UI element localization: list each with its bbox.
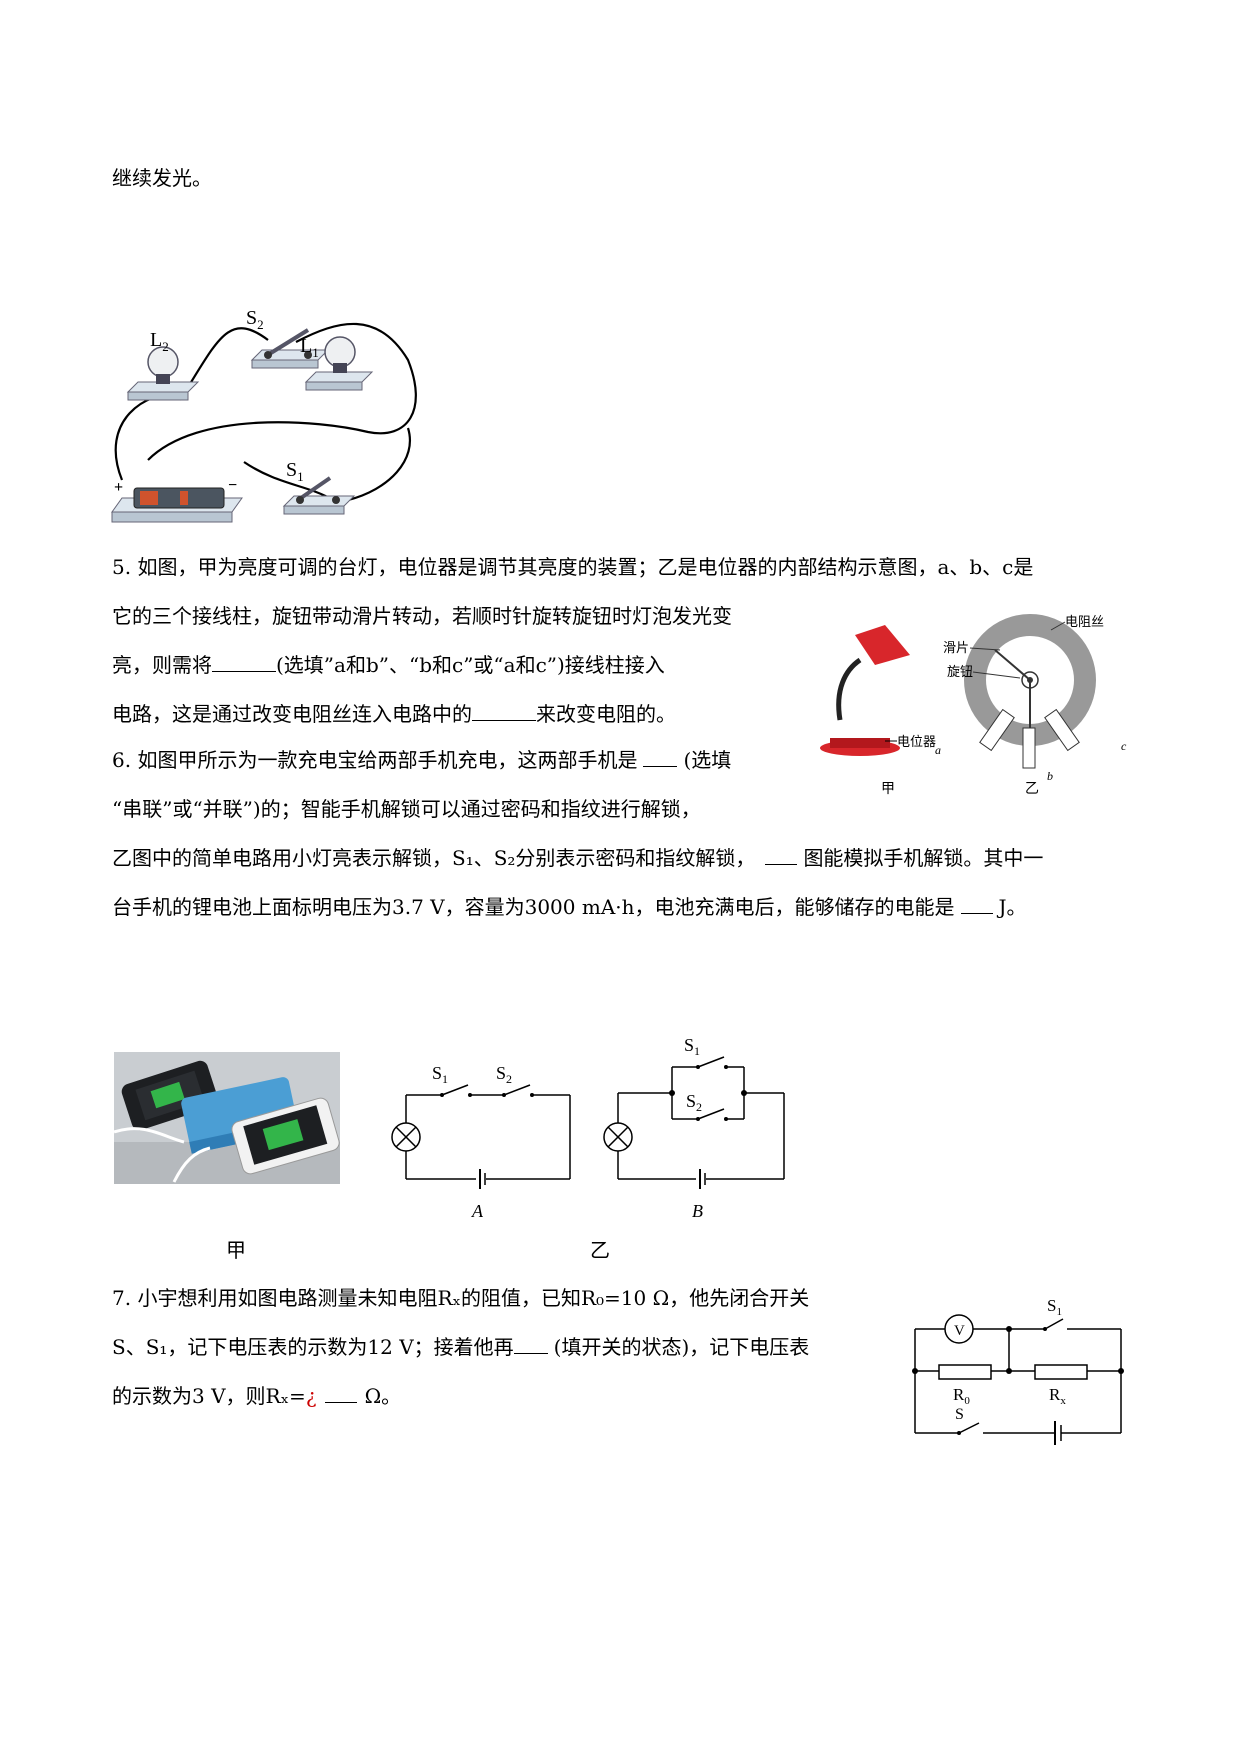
label-pot: 电位器 <box>897 734 936 749</box>
q7-blank2[interactable] <box>324 1384 357 1403</box>
q7-line3: 的示数为3 V，则Rₓ=¿Ω。 <box>112 1384 402 1408</box>
q6-circuit-A: S1 S2 A <box>391 1063 571 1221</box>
pot-ring <box>964 614 1096 769</box>
q6-line4: 台手机的锂电池上面标明电压为3.7 V，容量为3000 mA·h，电池充满电后，… <box>112 895 1027 919</box>
caption-yi: 乙 <box>1025 781 1039 797</box>
q6-line1: 6. 如图甲所示为一款充电宝给两部手机充电，这两部手机是(选填 <box>112 748 732 772</box>
label-l1: L1 <box>300 335 319 360</box>
label-s2-B: S2 <box>686 1091 702 1114</box>
label-s1-B: S1 <box>684 1035 700 1058</box>
switch-s1 <box>282 476 356 515</box>
q6-caption-yi: 乙 <box>590 1238 610 1262</box>
bulb-l1 <box>304 336 374 391</box>
battery-plus: + <box>114 479 123 496</box>
q7-line1: 7. 小宇想利用如图电路测量未知电阻Rₓ的阻值，已知R₀=10 Ω，他先闭合开关 <box>112 1286 810 1310</box>
bulb-l2 <box>126 346 200 401</box>
desk-lamp-image <box>820 625 910 756</box>
terminal-b: b <box>1047 769 1053 783</box>
label-s1-q7: S1 <box>1047 1296 1062 1318</box>
label-s1: S1 <box>286 459 304 484</box>
q6-line3: 乙图中的简单电路用小灯亮表示解锁，S₁、S₂分别表示密码和指纹解锁，图能模拟手机… <box>112 846 1044 870</box>
q5-line3: 亮，则需将(选填”a和b”、“b和c”或“a和c”)接线柱接入 <box>112 653 665 677</box>
battery-holder <box>111 487 243 523</box>
q5-blank1[interactable] <box>212 653 276 672</box>
label-wire: 电阻丝 <box>1065 614 1104 629</box>
label-r0: R0 <box>953 1385 970 1407</box>
label-knob: 旋钮 <box>947 664 973 679</box>
q5-line1: 5. 如图，甲为亮度可调的台灯，电位器是调节其亮度的装置；乙是电位器的内部结构示… <box>112 555 1034 579</box>
q5-line2: 它的三个接线柱，旋钮带动滑片转动，若顺时针旋转旋钮时灯泡发光变 <box>112 604 732 628</box>
label-slider: 滑片 <box>943 640 969 655</box>
q6-blank3[interactable] <box>960 895 993 914</box>
label-s2-A: S2 <box>496 1063 512 1086</box>
q4-end-text: 继续发光。 <box>112 166 212 190</box>
label-l2: L2 <box>150 329 169 354</box>
q6-caption-jia: 甲 <box>226 1238 246 1262</box>
label-s1-A: S1 <box>432 1063 448 1086</box>
q6-blank1[interactable] <box>643 748 678 767</box>
label-s-q7: S <box>955 1406 964 1423</box>
q7-blank1[interactable] <box>513 1335 548 1354</box>
terminal-a: a <box>935 743 941 757</box>
q6-powerbank-photo <box>114 1052 340 1184</box>
q6-blank2[interactable] <box>765 846 798 865</box>
label-A: A <box>471 1201 484 1221</box>
label-s2: S2 <box>246 307 264 332</box>
q4-circuit-figure: S2 L2 L1 S1 + − <box>111 307 417 523</box>
q5-potentiometer-figure: 电位器 电阻丝 滑片 旋钮 a b c 甲 乙 <box>820 614 1127 797</box>
battery-minus: − <box>228 477 237 494</box>
q7-line2: S、S₁，记下电压表的示数为12 V；接着他再(填开关的状态)，记下电压表 <box>112 1335 810 1359</box>
q7-circuit-figure: V S1 R0 Rx S <box>912 1296 1124 1445</box>
label-B: B <box>692 1201 703 1221</box>
caption-jia: 甲 <box>881 782 895 797</box>
terminal-c: c <box>1121 739 1127 753</box>
label-rx: Rx <box>1049 1385 1066 1407</box>
q6-line2: “串联”或“并联”)的；智能手机解锁可以通过密码和指纹进行解锁， <box>112 797 701 821</box>
q5-line4: 电路，这是通过改变电阻丝连入电路中的来改变电阻的。 <box>112 702 676 726</box>
q5-blank2[interactable] <box>472 702 536 721</box>
q6-circuit-B: S1 S2 B <box>603 1035 785 1221</box>
voltmeter-label: V <box>954 1323 965 1339</box>
